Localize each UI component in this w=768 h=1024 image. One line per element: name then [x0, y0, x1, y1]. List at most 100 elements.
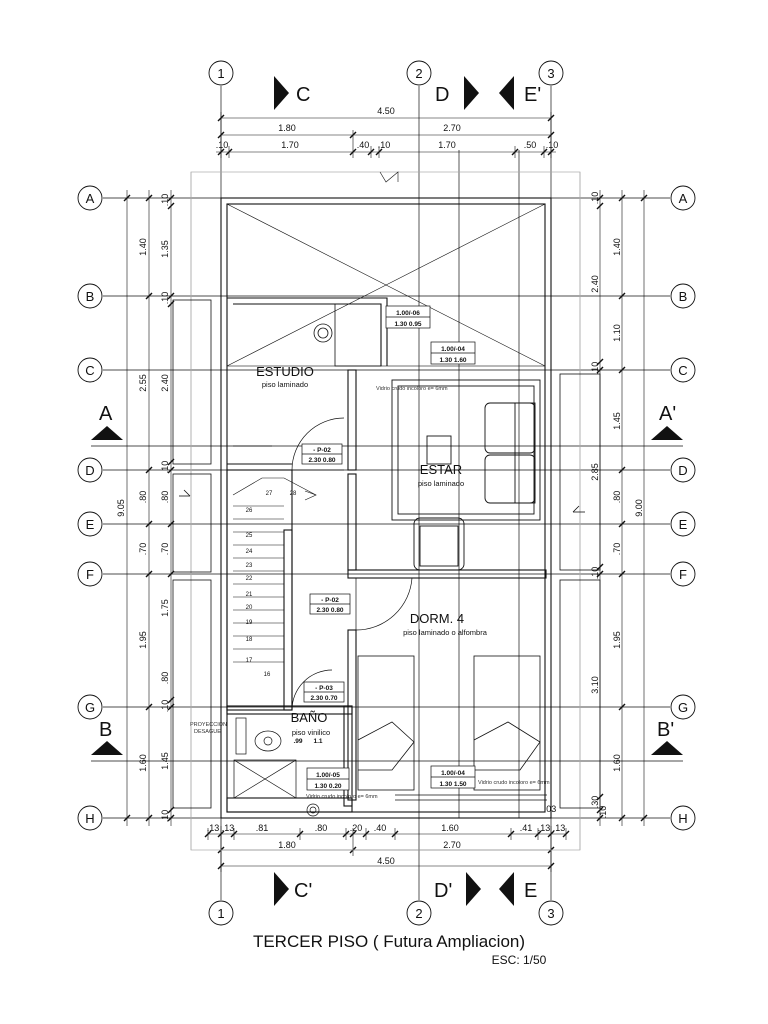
svg-text:1.80: 1.80	[278, 840, 296, 850]
grid-bubble-row-f-left: F	[77, 561, 103, 587]
svg-text:2: 2	[415, 906, 422, 921]
dimension-ticks-bottom	[204, 830, 570, 870]
svg-text:1.10: 1.10	[612, 324, 622, 342]
svg-text:F: F	[86, 567, 94, 582]
svg-text:.80: .80	[160, 491, 170, 504]
bano-name: BAÑO	[291, 710, 328, 725]
room-label-bano: BAÑO piso vinilico	[291, 710, 331, 737]
svg-text:.13: .13	[207, 823, 220, 833]
room-label-estar: ESTAR piso laminado	[418, 462, 464, 488]
title-block: TERCER PISO ( Futura Ampliacion) ESC: 1/…	[253, 932, 547, 967]
svg-text:1.80: 1.80	[278, 123, 296, 133]
grid-bubble-row-e-left: E	[77, 511, 103, 537]
section-markers: C D E' C' D' E A A' B B'	[91, 76, 683, 906]
section-b-prime-arrow	[651, 741, 683, 755]
svg-text:28: 28	[290, 491, 297, 497]
estudio-name: ESTUDIO	[256, 364, 314, 379]
svg-text:PROYECCION: PROYECCION	[190, 722, 227, 728]
grid-bubble-col-3: 3	[538, 60, 564, 86]
section-e-prime-arrow	[499, 76, 514, 110]
svg-text:2.70: 2.70	[443, 840, 461, 850]
svg-text:1.60: 1.60	[612, 754, 622, 772]
svg-text:.70: .70	[612, 543, 622, 556]
grid-bubble-row-f-right: F	[670, 561, 696, 587]
grid-bubble-row-d-left: D	[77, 457, 103, 483]
drawing-scale: ESC: 1/50	[492, 953, 547, 967]
svg-text:.10: .10	[160, 700, 170, 713]
svg-text:21: 21	[246, 592, 253, 598]
grid-bubble-row-g-right: G	[670, 694, 696, 720]
svg-text:24: 24	[246, 549, 253, 555]
svg-text:.30: .30	[590, 796, 600, 809]
svg-text:A: A	[86, 191, 95, 206]
svg-text:4.50: 4.50	[377, 106, 395, 116]
svg-text:- P-03: - P-03	[315, 685, 333, 692]
opening-tags	[301, 305, 476, 791]
svg-text:.13: .13	[538, 823, 551, 833]
svg-text:4.50: 4.50	[377, 856, 395, 866]
svg-text:18: 18	[246, 637, 253, 643]
section-c-prime-label: C'	[294, 880, 312, 902]
svg-text:.10: .10	[160, 810, 170, 823]
section-e-arrow	[499, 872, 514, 906]
building-outline	[190, 171, 581, 851]
bano-floor: piso vinilico	[292, 728, 330, 737]
stair-numbers: 16 17 18 19 20 21 22 23 24 25 26 27 28	[246, 491, 297, 678]
section-e-label: E	[524, 880, 537, 902]
dimensions-left	[126, 190, 172, 826]
dorm4-name: DORM. 4	[410, 611, 464, 626]
svg-text:C: C	[678, 363, 687, 378]
svg-text:22: 22	[246, 576, 253, 582]
svg-text:9.05: 9.05	[116, 499, 126, 517]
doors	[291, 417, 413, 711]
grid-bubble-row-g-left: G	[77, 694, 103, 720]
grid-bubble-row-b-right: B	[670, 283, 696, 309]
svg-text:E: E	[86, 517, 95, 532]
svg-text:Vidrio crudo incoloro e= 6mm: Vidrio crudo incoloro e= 6mm	[376, 386, 448, 392]
svg-text:1.00/-06: 1.00/-06	[396, 310, 420, 317]
grid-bubble-row-e-right: E	[670, 511, 696, 537]
section-a-label: A	[99, 403, 113, 425]
svg-text:1.70: 1.70	[438, 140, 456, 150]
svg-text:D: D	[678, 463, 687, 478]
svg-text:.10: .10	[160, 292, 170, 305]
svg-text:.40: .40	[374, 823, 387, 833]
svg-text:B: B	[86, 289, 95, 304]
grid-bubble-row-a-left: A	[77, 185, 103, 211]
svg-text:1.45: 1.45	[160, 752, 170, 770]
svg-text:.10: .10	[546, 140, 559, 150]
drawing-title: TERCER PISO ( Futura Ampliacion)	[253, 932, 525, 951]
grid-bubble-row-d-right: D	[670, 457, 696, 483]
svg-text:1: 1	[217, 906, 224, 921]
grid-bubble-row-b-left: B	[77, 283, 103, 309]
svg-text:17: 17	[246, 658, 253, 664]
grid-bubble-row-a-right: A	[670, 185, 696, 211]
svg-text:.40: .40	[357, 140, 370, 150]
svg-text:26: 26	[246, 508, 253, 514]
svg-text:20: 20	[246, 605, 253, 611]
svg-text:F: F	[679, 567, 687, 582]
estar-room-frame	[391, 379, 541, 571]
svg-text:27: 27	[266, 491, 273, 497]
grid-lines	[103, 86, 670, 900]
svg-text:16: 16	[264, 672, 271, 678]
section-b-prime-label: B'	[657, 719, 674, 741]
svg-text:.41: .41	[520, 823, 533, 833]
stairs	[232, 477, 317, 663]
svg-text:DESAGUE: DESAGUE	[194, 729, 221, 735]
svg-text:H: H	[85, 811, 94, 826]
svg-text:.50: .50	[524, 140, 537, 150]
svg-text:.81: .81	[256, 823, 269, 833]
svg-text:D: D	[85, 463, 94, 478]
svg-text:A: A	[679, 191, 688, 206]
svg-text:H: H	[678, 811, 687, 826]
svg-text:- P-02: - P-02	[321, 597, 339, 604]
svg-text:1.40: 1.40	[138, 238, 148, 256]
grid-bubble-col-1-bottom: 1	[208, 900, 234, 926]
section-d-arrow	[464, 76, 479, 110]
svg-text:1.70: 1.70	[281, 140, 299, 150]
svg-text:G: G	[678, 700, 688, 715]
svg-text:1.30 1.60: 1.30 1.60	[439, 357, 466, 364]
svg-text:.99: .99	[293, 738, 302, 745]
